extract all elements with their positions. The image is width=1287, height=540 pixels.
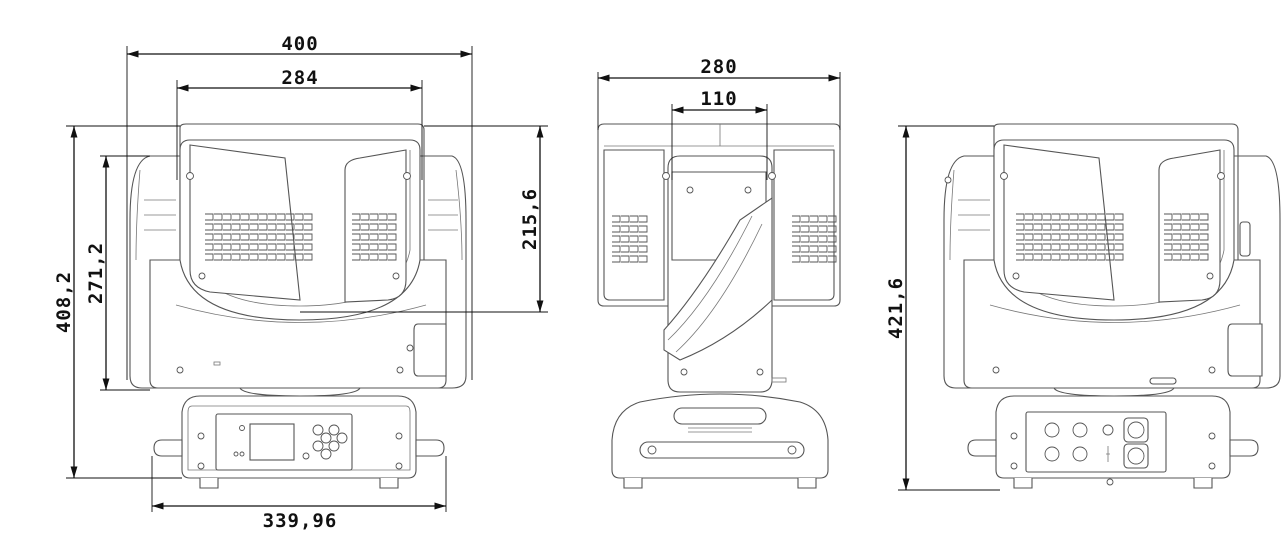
front-dimensions: 400 284 408,2 271,2 215,6 339,96 xyxy=(53,33,548,532)
dim-label-front-height: 408,2 xyxy=(53,271,75,333)
dim-label-side-width: 280 xyxy=(700,56,737,78)
side-dimensions: 280 110 xyxy=(597,56,841,180)
side-view xyxy=(597,123,841,489)
back-dimensions: 421,6 xyxy=(885,125,1000,491)
dim-label-arm-width: 110 xyxy=(700,88,737,110)
dim-label-back-height: 421,6 xyxy=(885,277,907,339)
dim-label-head-height: 271,2 xyxy=(85,242,107,304)
front-view xyxy=(129,123,467,489)
dim-label-yoke-width: 284 xyxy=(281,67,318,89)
dim-label-head-depth: 215,6 xyxy=(519,188,541,250)
side-base xyxy=(611,393,829,479)
dim-label-front-width: 400 xyxy=(281,33,318,55)
back-view xyxy=(943,123,1281,489)
dim-label-base-width: 339,96 xyxy=(263,510,338,532)
